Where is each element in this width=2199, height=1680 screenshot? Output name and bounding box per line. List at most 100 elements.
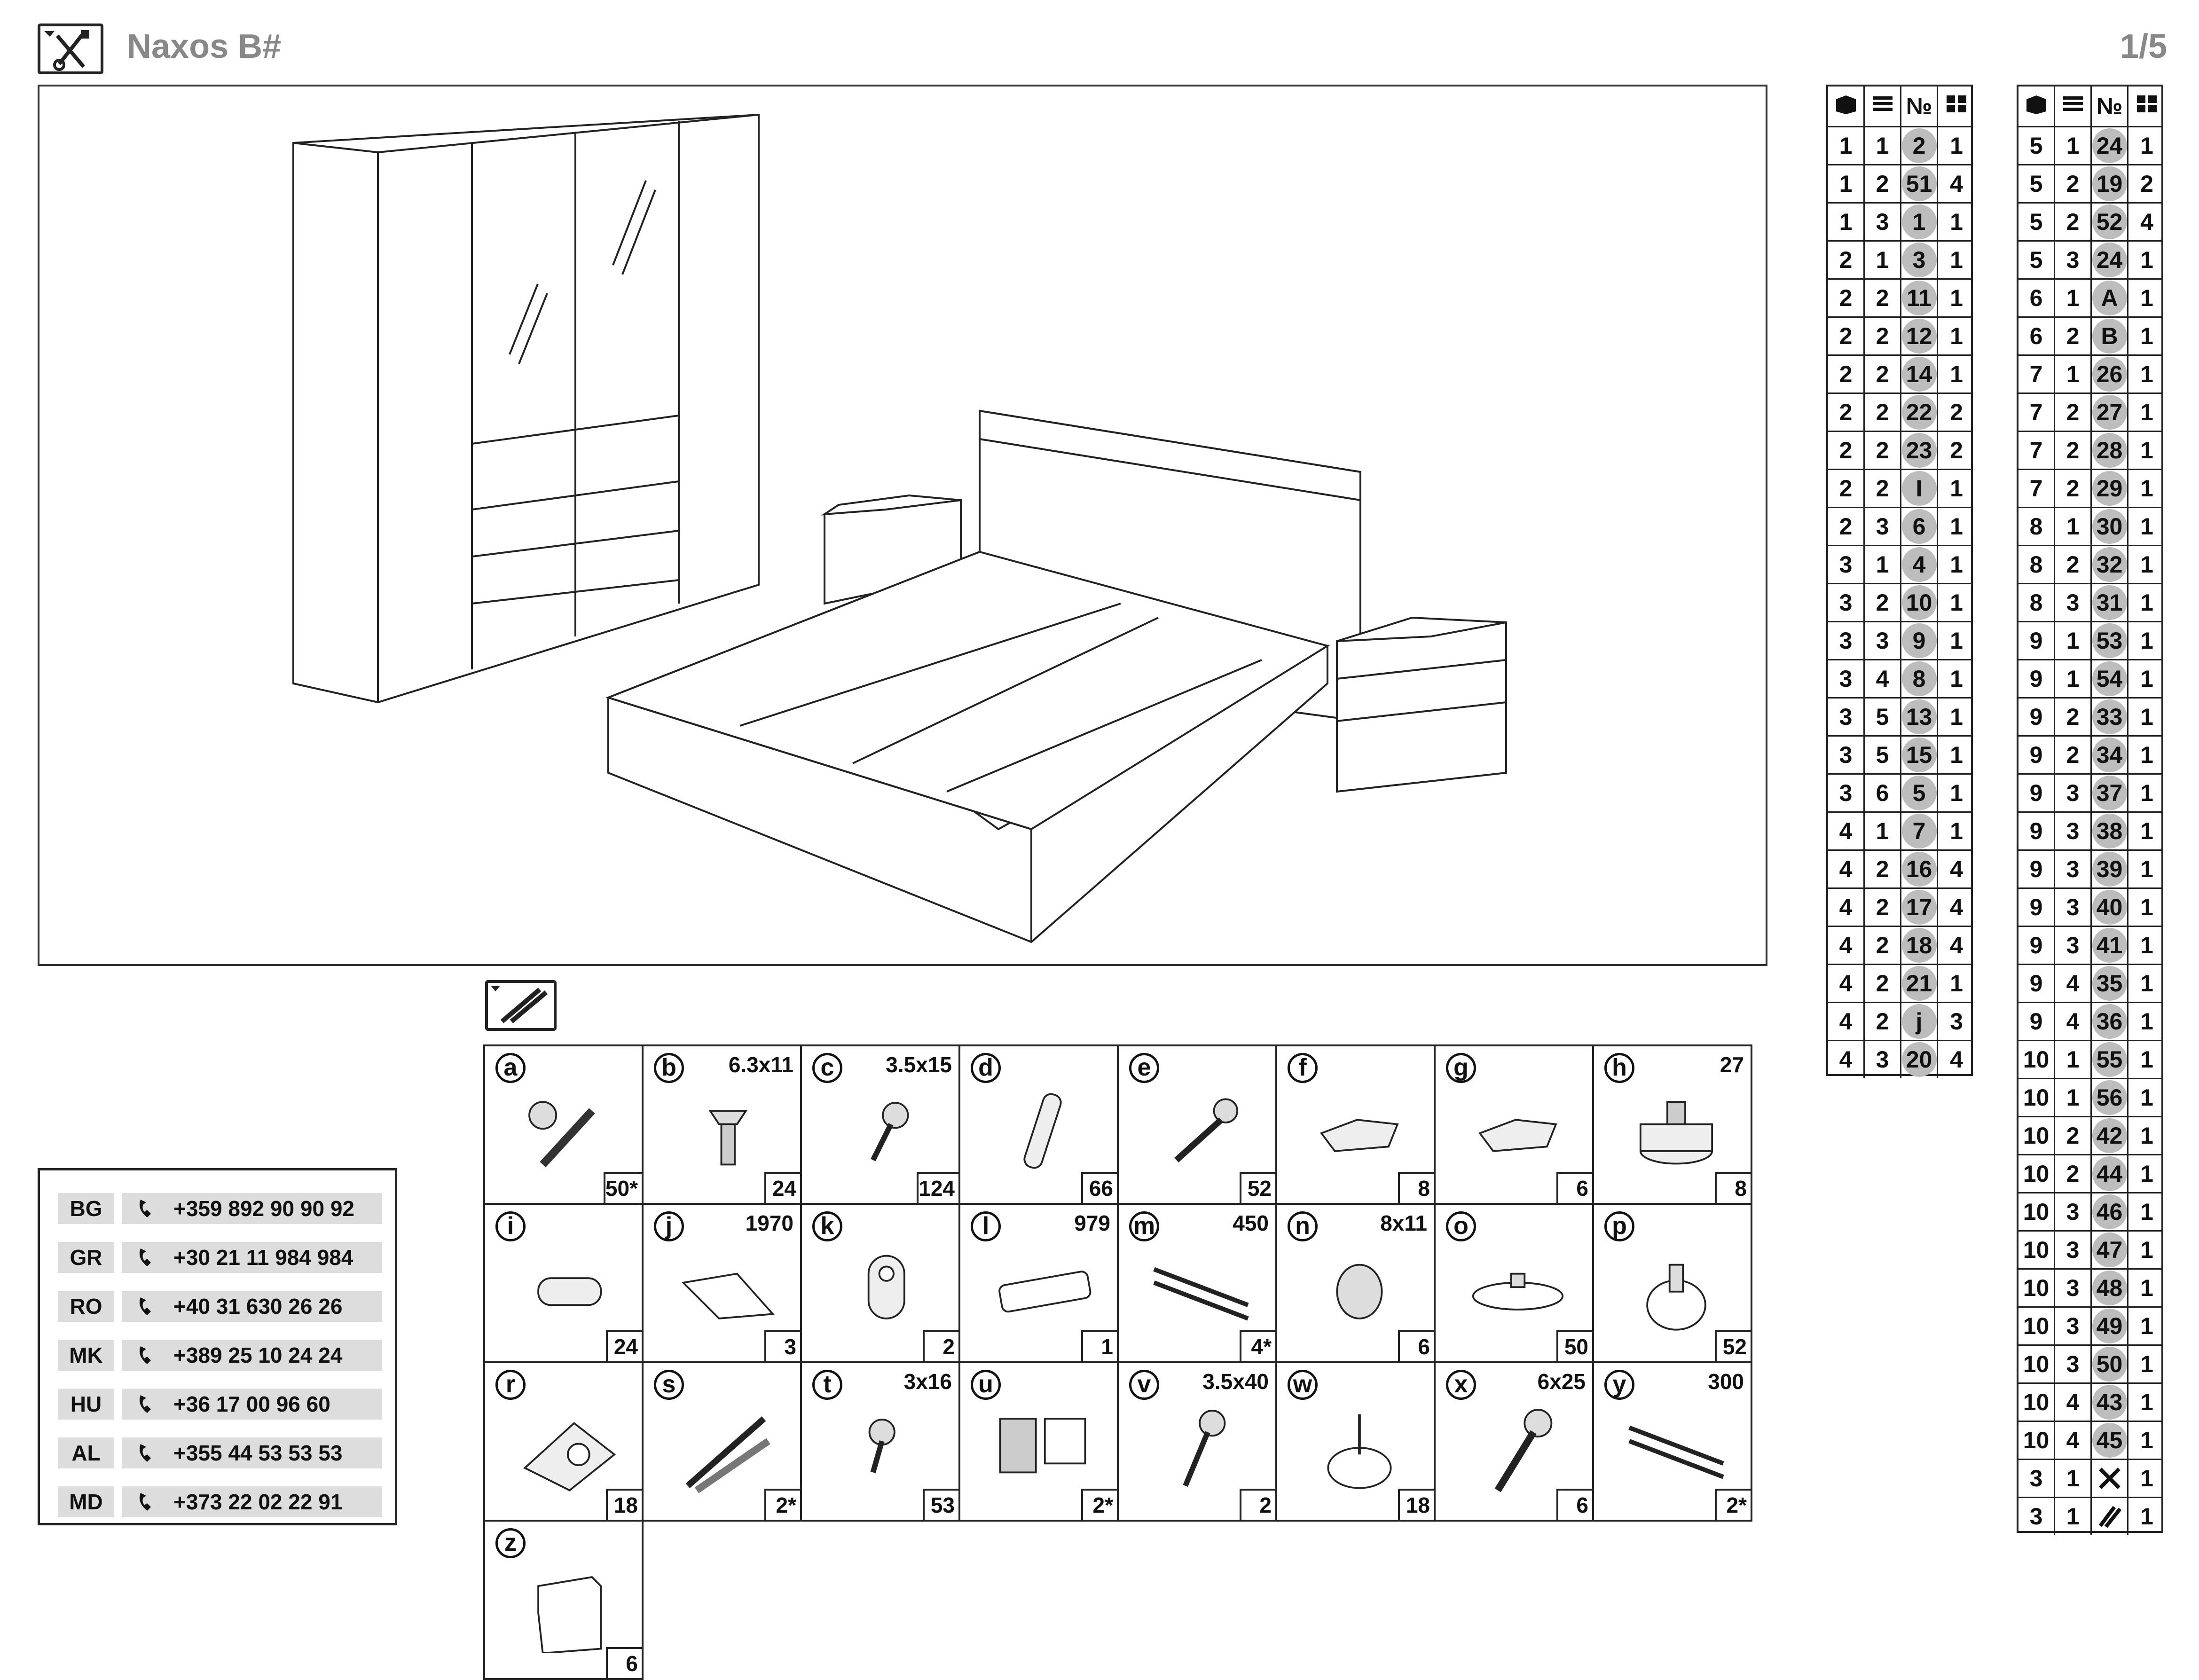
country-code: HU xyxy=(58,1389,114,1420)
part-number-cell: 12 xyxy=(1901,318,1938,354)
hardware-spec: 27 xyxy=(1720,1052,1744,1077)
part-number-cell: 21 xyxy=(1901,965,1938,1002)
phone-number[interactable]: +359 892 90 90 92 xyxy=(122,1193,382,1224)
phone-row: HU +36 17 00 96 60 xyxy=(58,1389,382,1420)
part-number-cell: 39 xyxy=(2092,851,2128,887)
part-number-cell: 29 xyxy=(2092,470,2128,507)
hardware-h-icon xyxy=(1639,1101,1713,1165)
phone-row: MD +373 22 02 22 91 xyxy=(58,1486,382,1517)
hardware-qty: 24 xyxy=(764,1172,802,1205)
phone-number[interactable]: +373 22 02 22 91 xyxy=(122,1486,382,1517)
part-number: 21 xyxy=(1906,970,1932,997)
qty-cell: 1 xyxy=(2140,1046,2153,1073)
hardware-letter: g xyxy=(1446,1053,1476,1083)
part-number: 48 xyxy=(2096,1275,2123,1301)
part-number-cell: 55 xyxy=(2092,1041,2128,1078)
part-number: 30 xyxy=(2096,513,2123,540)
phone-number[interactable]: +389 25 10 24 24 xyxy=(122,1340,382,1371)
part-number: 34 xyxy=(2096,742,2123,768)
phone-row: BG+359 892 90 90 92 xyxy=(58,1193,382,1224)
phone-number[interactable]: +36 17 00 96 60 xyxy=(122,1389,382,1420)
part-number-bubble xyxy=(2092,1042,2127,1077)
box-cell: 9 xyxy=(2018,965,2055,1002)
hardware-a-icon xyxy=(528,1101,595,1168)
part-number: 19 xyxy=(2096,171,2123,197)
part-number-cell: 5 xyxy=(1901,775,1938,811)
box-cell: 9 xyxy=(2018,699,2055,735)
part-number-cell: B xyxy=(2092,318,2128,354)
hardware-z-icon xyxy=(537,1576,602,1653)
box-cell: 4 xyxy=(1828,927,1865,964)
part-number-bubble xyxy=(2092,281,2127,315)
hardware-qty: 2 xyxy=(923,1330,960,1363)
hardware-letter: a xyxy=(495,1053,526,1083)
qty-cell: 1 xyxy=(2140,780,2153,806)
qty-cell: 1 xyxy=(2140,704,2153,730)
part-number: 17 xyxy=(1906,894,1932,920)
bed-frame-drawing xyxy=(605,550,1330,943)
part-number-bubble xyxy=(1901,852,1937,887)
qty-cell: 1 xyxy=(2140,818,2153,844)
layer-cell: 2 xyxy=(2055,470,2092,507)
part-number: 33 xyxy=(2096,704,2123,730)
part-number: A xyxy=(2101,285,2118,311)
qty-cell: 1 xyxy=(2140,399,2153,425)
part-number-cell: 35 xyxy=(2092,965,2128,1002)
part-number: 44 xyxy=(2096,1161,2123,1187)
layer-cell: 2 xyxy=(2055,737,2092,773)
phone-number[interactable]: +355 44 53 53 53 xyxy=(122,1437,382,1468)
box-cell: 2 xyxy=(1828,470,1865,507)
phone-number[interactable]: +30 21 11 984 984 xyxy=(122,1242,382,1273)
part-number: 15 xyxy=(1906,742,1932,768)
layer-cell: 1 xyxy=(2055,356,2092,393)
box-cell: 4 xyxy=(1828,889,1865,926)
hardware-o-icon xyxy=(1472,1272,1564,1311)
part-number-cell: 16 xyxy=(1901,851,1938,887)
part-number-cell: 9 xyxy=(1901,622,1938,659)
box-cell: 8 xyxy=(2018,584,2055,621)
country-code: MD xyxy=(58,1486,114,1517)
tools-icon xyxy=(2098,1468,2120,1489)
part-number: 45 xyxy=(2096,1427,2123,1453)
layer-cell: 2 xyxy=(1865,394,1901,431)
layer-cell: 1 xyxy=(2055,1460,2092,1497)
qty-cell: 1 xyxy=(2140,1199,2153,1225)
qty-cell: 1 xyxy=(1950,589,1963,616)
box-cell: 7 xyxy=(2018,394,2055,431)
part-number-bubble xyxy=(1901,738,1937,772)
hardware-letter: i xyxy=(495,1211,526,1241)
part-number-cell: 52 xyxy=(2092,204,2128,240)
layer-cell: 2 xyxy=(2055,432,2092,469)
layers-icon xyxy=(2063,96,2083,111)
box-cell: 5 xyxy=(2018,127,2055,164)
part-number-cell: 36 xyxy=(2092,1003,2128,1040)
part-number: 32 xyxy=(2096,551,2123,578)
qty-cell: 1 xyxy=(2140,1008,2153,1035)
hardware-d-icon xyxy=(1023,1093,1062,1169)
qty-cell: 1 xyxy=(2140,1465,2153,1492)
hardware-letter: z xyxy=(495,1528,526,1558)
hardware-qty: 1 xyxy=(1081,1330,1119,1363)
hardware-letter: b xyxy=(654,1053,684,1083)
phone-number[interactable]: +40 31 630 26 26 xyxy=(122,1291,382,1322)
qty-cell: 1 xyxy=(2140,437,2153,463)
qty-cell: 1 xyxy=(1950,285,1963,311)
qty-cell: 1 xyxy=(2140,1351,2153,1377)
